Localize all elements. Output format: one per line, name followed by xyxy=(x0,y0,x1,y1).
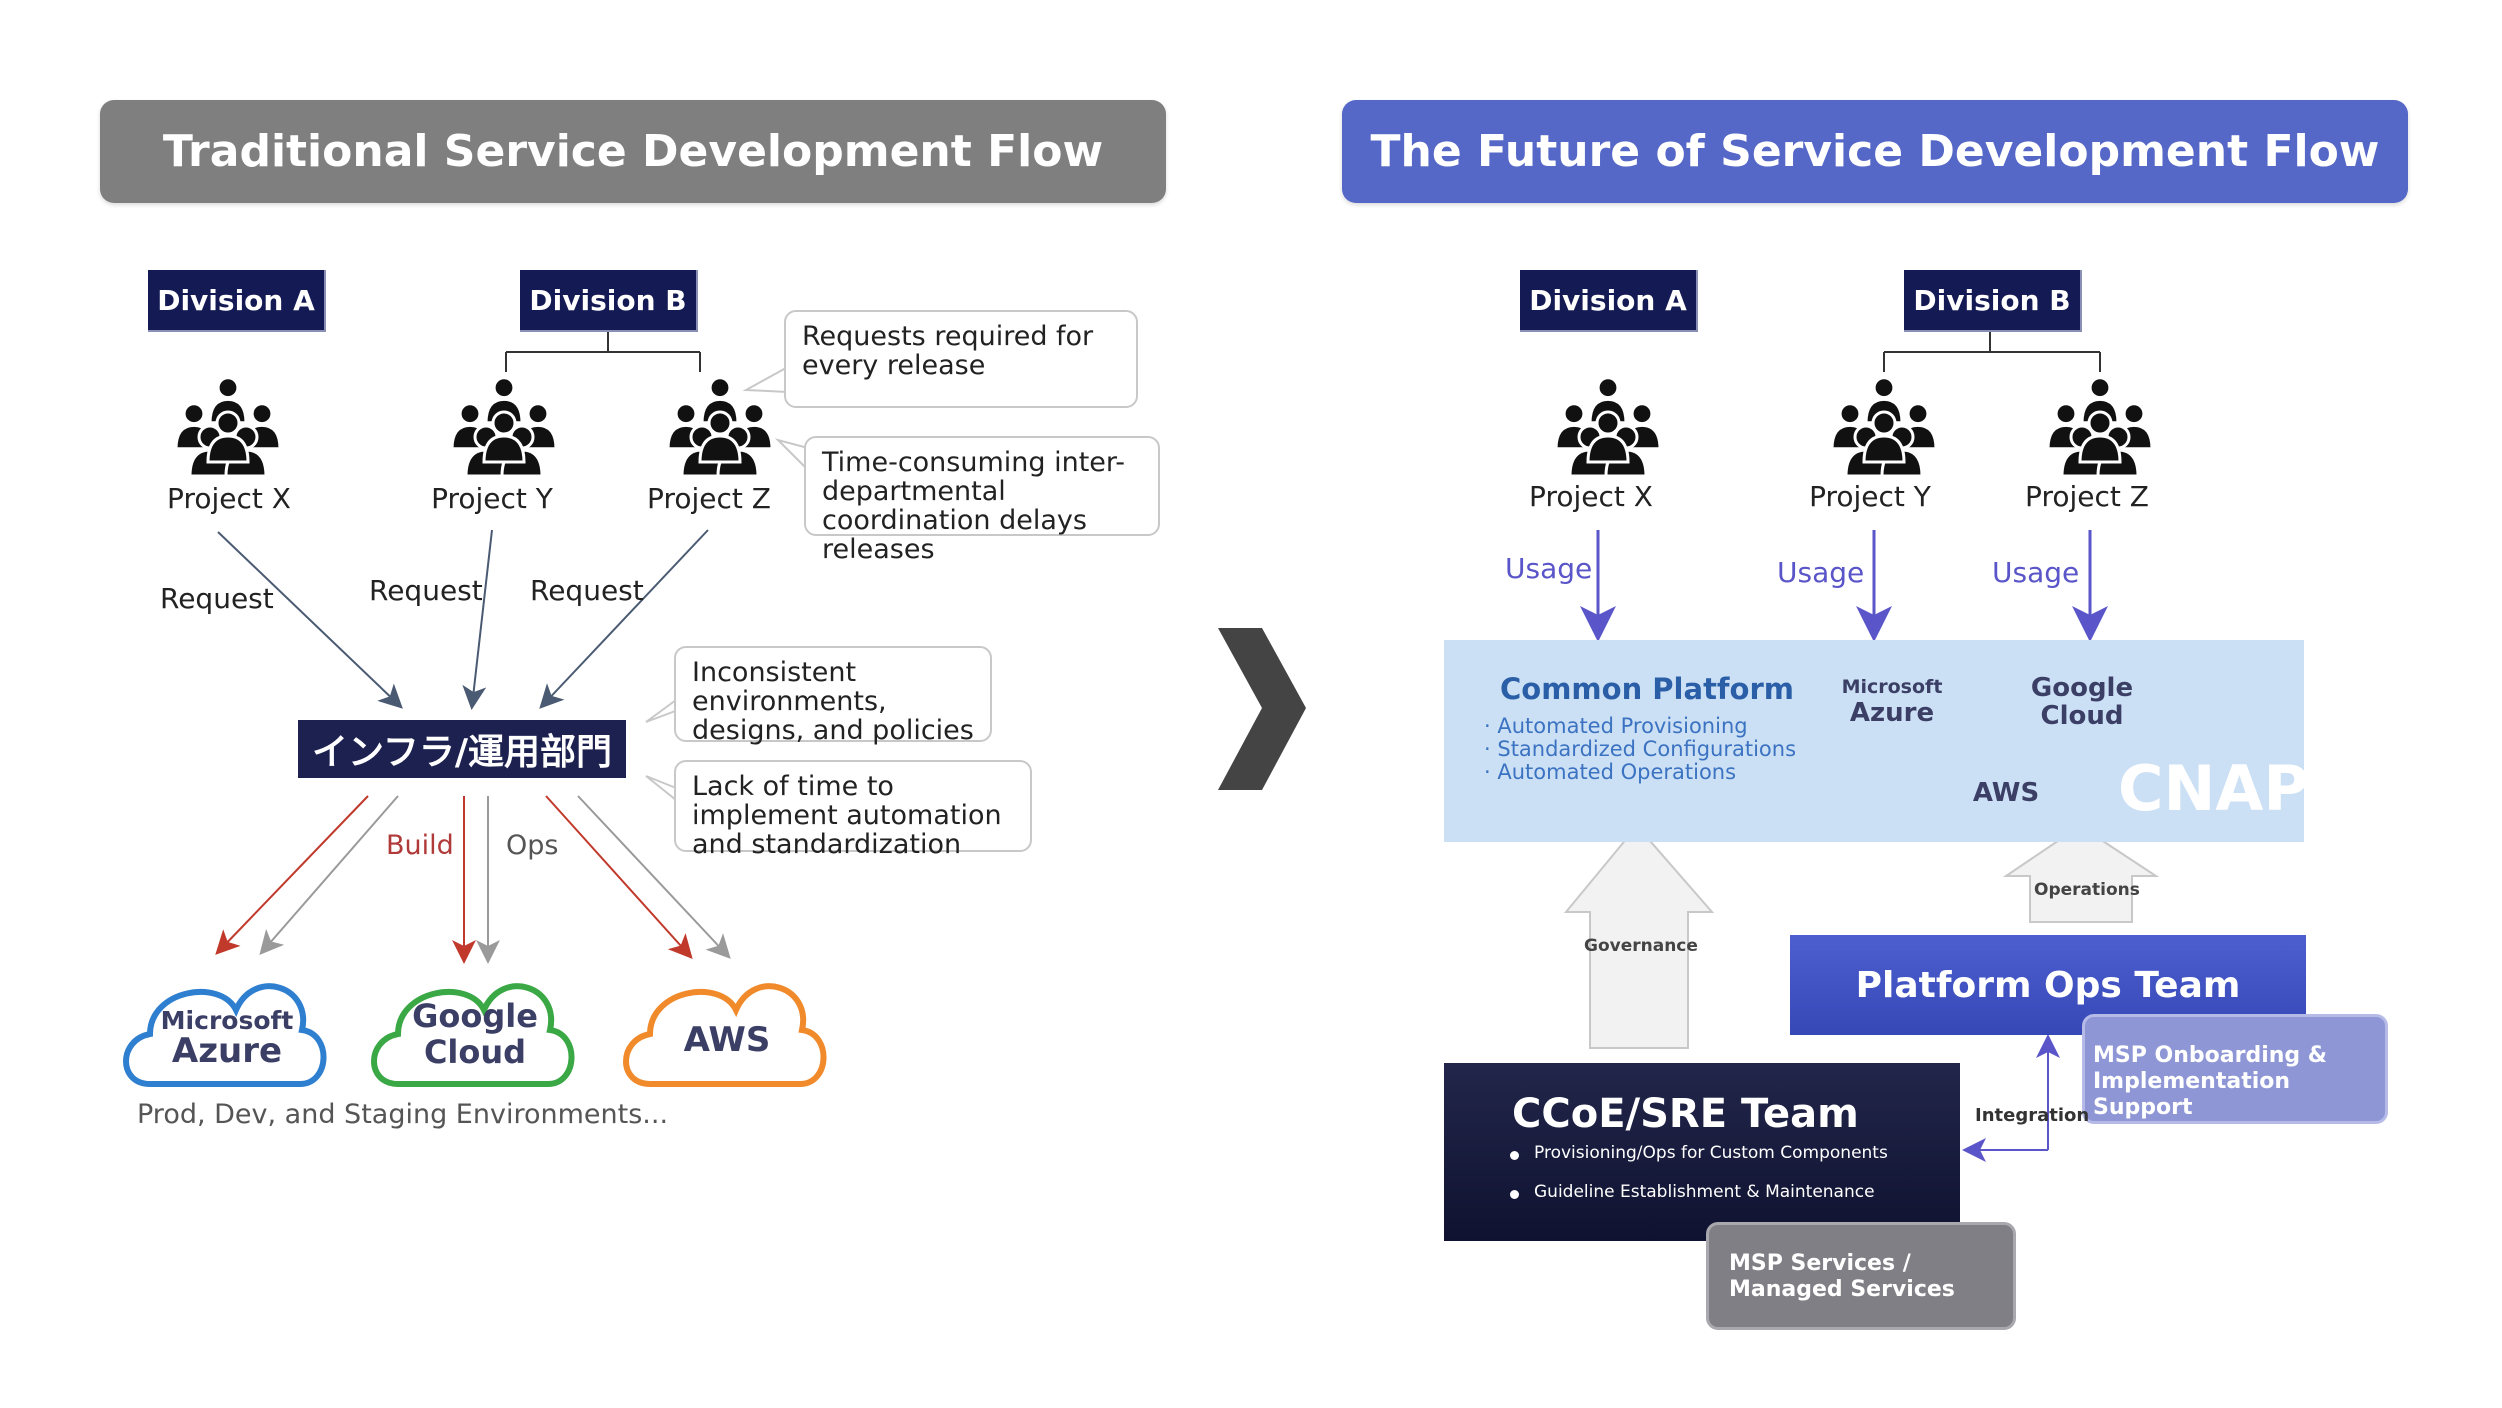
integration-connector xyxy=(1962,1034,2060,1162)
msp-onboarding-line2: Implementation Support xyxy=(2093,1069,2291,1120)
left-google-label-line1: Google xyxy=(412,997,538,1035)
people-group-icon xyxy=(2046,376,2154,478)
msp-onboarding-box: MSP Onboarding & Implementation Support xyxy=(2082,1014,2388,1124)
left-project-x-label: Project X xyxy=(167,482,291,515)
left-project-y-label: Project Y xyxy=(431,482,553,515)
right-azure-label: Microsoft Azure xyxy=(1834,674,1950,726)
msp-services-box: MSP Services / Managed Services xyxy=(1706,1222,2016,1330)
right-aws-label: AWS xyxy=(1972,778,2040,808)
right-org-lines xyxy=(1883,330,2101,372)
right-google-label-line1: Google xyxy=(2030,673,2134,703)
left-google-label-line2: Cloud xyxy=(423,1033,527,1071)
build-ops-arrows xyxy=(215,795,731,964)
msp-services-line1: MSP Services / xyxy=(1729,1251,1911,1276)
common-platform-item: · Automated Operations xyxy=(1484,760,1737,784)
msp-services-line2: Managed Services xyxy=(1729,1277,1955,1302)
usage-arrows xyxy=(1580,530,2108,642)
ccoe-sre-team-box: CCoE/SRE Team Provisioning/Ops for Custo… xyxy=(1444,1063,1960,1241)
common-platform-item-text: Automated Provisioning xyxy=(1497,714,1748,738)
people-group-icon xyxy=(1554,376,1662,478)
operations-label: Operations xyxy=(2034,880,2140,900)
left-google-label: Google Cloud xyxy=(400,998,550,1070)
request-label-z: Request xyxy=(530,574,644,607)
left-aws-cloud-icon xyxy=(623,983,827,1087)
people-group-icon xyxy=(666,376,774,478)
people-group-icon xyxy=(450,376,558,478)
request-label-y: Request xyxy=(369,574,483,607)
bullet-icon xyxy=(1510,1151,1519,1160)
right-azure-label-line1: Microsoft xyxy=(1841,676,1943,698)
governance-label: Governance xyxy=(1584,936,1698,956)
left-division-a: Division A xyxy=(148,270,326,332)
callout-lack-of-automation: Lack of time to implement automation and… xyxy=(674,760,1032,859)
request-arrows xyxy=(217,529,709,710)
common-platform-item: · Automated Provisioning xyxy=(1484,714,1748,738)
bullet-icon xyxy=(1510,1190,1519,1199)
request-label-x: Request xyxy=(160,582,274,615)
right-project-x-label: Project X xyxy=(1529,480,1653,513)
left-azure-label: Microsoft Azure xyxy=(152,1006,302,1071)
right-division-b: Division B xyxy=(1904,270,2082,332)
left-google-cloud-icon xyxy=(371,983,575,1087)
msp-onboarding-line1: MSP Onboarding & xyxy=(2093,1043,2327,1068)
usage-label-z: Usage xyxy=(1992,556,2080,589)
build-label: Build xyxy=(386,830,454,861)
left-azure-cloud-icon xyxy=(123,983,327,1087)
infra-ops-department: インフラ/運用部門 xyxy=(298,720,626,778)
left-org-lines xyxy=(505,330,701,372)
callout-requests-every-release: Requests required for every release xyxy=(784,310,1138,408)
right-project-z-label: Project Z xyxy=(2025,480,2149,513)
operations-arrow xyxy=(2002,824,2160,923)
right-azure-label-line2: Azure xyxy=(1849,698,1935,728)
right-division-a: Division A xyxy=(1520,270,1698,332)
callout-inconsistent-environments: Inconsistent environments, designs, and … xyxy=(674,646,992,745)
people-group-icon xyxy=(1830,376,1938,478)
right-project-y-label: Project Y xyxy=(1809,480,1931,513)
callout-pointers xyxy=(645,367,809,801)
common-platform-title: Common Platform xyxy=(1500,672,1794,706)
left-aws-label: AWS xyxy=(683,1020,771,1060)
ccoe-sre-team-title: CCoE/SRE Team xyxy=(1512,1091,1859,1137)
people-layer xyxy=(174,376,2154,478)
common-platform-item: · Standardized Configurations xyxy=(1484,737,1797,761)
cnap-label: CNAP xyxy=(2118,752,2309,825)
callout-coordination-delays: Time-consuming inter-departmental coordi… xyxy=(804,436,1160,564)
governance-arrow xyxy=(1563,824,1715,1049)
people-group-icon xyxy=(174,376,282,478)
environments-caption: Prod, Dev, and Staging Environments... xyxy=(137,1099,669,1130)
common-platform-item-text: Standardized Configurations xyxy=(1497,737,1797,761)
ops-label: Ops xyxy=(506,830,559,861)
left-panel-title: Traditional Service Development Flow xyxy=(100,100,1166,203)
left-azure-label-line2: Azure xyxy=(171,1031,283,1071)
right-panel-title: The Future of Service Development Flow xyxy=(1342,100,2408,203)
integration-label: Integration xyxy=(1975,1105,2090,1126)
right-google-label: Google Cloud xyxy=(2024,674,2140,730)
ccoe-item: Provisioning/Ops for Custom Components xyxy=(1534,1143,1888,1163)
common-platform-item-text: Automated Operations xyxy=(1497,760,1737,784)
chevron-right-icon xyxy=(1218,628,1306,790)
left-azure-label-line1: Microsoft xyxy=(160,1006,294,1035)
right-google-label-line2: Cloud xyxy=(2040,701,2124,731)
usage-label-y: Usage xyxy=(1777,556,1865,589)
cnap-platform-box xyxy=(1444,640,2304,842)
usage-label-x: Usage xyxy=(1505,552,1593,585)
ccoe-item: Guideline Establishment & Maintenance xyxy=(1534,1182,1875,1202)
left-division-b: Division B xyxy=(520,270,698,332)
left-project-z-label: Project Z xyxy=(647,482,771,515)
